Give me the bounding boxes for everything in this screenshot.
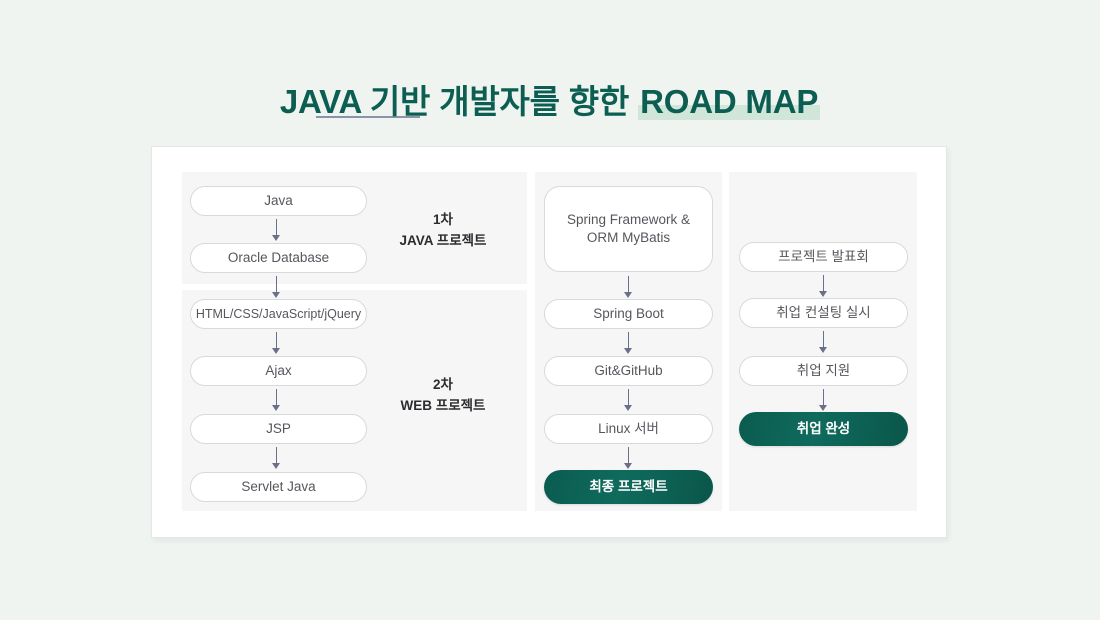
arrow-spring-to-springboot-icon <box>623 276 633 298</box>
arrow-oracle-to-html-icon <box>271 276 281 298</box>
arrow-shaft <box>627 389 629 406</box>
arrow-head <box>819 291 827 297</box>
arrow-shaft <box>627 332 629 349</box>
node-spring-boot[interactable]: Spring Boot <box>544 299 713 329</box>
arrow-head <box>819 347 827 353</box>
arrow-html-to-ajax-icon <box>271 332 281 354</box>
arrow-shaft <box>275 389 277 406</box>
arrow-shaft <box>275 332 277 349</box>
page-title-plain: JAVA 기반 개발자를 향한 <box>279 83 639 120</box>
arrow-git-to-linux-icon <box>623 389 633 411</box>
arrow-head <box>272 463 280 469</box>
node-spring-framework-mybatis[interactable]: Spring Framework & ORM MyBatis <box>544 186 713 272</box>
node-final-project[interactable]: 최종 프로젝트 <box>544 470 713 504</box>
arrow-head <box>624 348 632 354</box>
arrow-shaft <box>627 447 629 464</box>
node-employment-consulting[interactable]: 취업 컨설팅 실시 <box>739 298 908 328</box>
arrow-shaft <box>275 447 277 464</box>
stage-label-1-line1: 1차 <box>433 212 453 227</box>
arrow-shaft <box>275 276 277 293</box>
arrow-shaft <box>822 389 824 406</box>
arrow-shaft <box>822 275 824 292</box>
node-servlet-java[interactable]: Servlet Java <box>190 472 367 502</box>
node-employment-support[interactable]: 취업 지원 <box>739 356 908 386</box>
decoration-line-left-icon <box>316 116 420 118</box>
arrow-head <box>624 405 632 411</box>
arrow-head <box>624 292 632 298</box>
node-java[interactable]: Java <box>190 186 367 216</box>
arrow-shaft <box>275 219 277 236</box>
node-html-css-javascript-jquery[interactable]: HTML/CSS/JavaScript/jQuery <box>190 299 367 329</box>
arrow-head <box>272 405 280 411</box>
arrow-shaft <box>627 276 629 293</box>
arrow-presentation-to-consulting-icon <box>818 275 828 297</box>
arrow-consulting-to-support-icon <box>818 331 828 353</box>
stage-label-1: 1차 JAVA 프로젝트 <box>378 210 508 252</box>
page-title: JAVA 기반 개발자를 향한 ROAD MAP <box>0 78 1100 126</box>
arrow-java-to-oracle-icon <box>271 219 281 241</box>
node-ajax[interactable]: Ajax <box>190 356 367 386</box>
arrow-ajax-to-jsp-icon <box>271 389 281 411</box>
stage-label-2: 2차 WEB 프로젝트 <box>378 375 508 417</box>
stage-label-1-line2: JAVA 프로젝트 <box>399 232 487 248</box>
node-employment-complete[interactable]: 취업 완성 <box>739 412 908 446</box>
stage-label-2-line1: 2차 <box>433 377 453 392</box>
node-project-presentation[interactable]: 프로젝트 발표회 <box>739 242 908 272</box>
arrow-linux-to-final-project-icon <box>623 447 633 469</box>
arrow-head <box>624 463 632 469</box>
arrow-head <box>272 292 280 298</box>
node-linux-server[interactable]: Linux 서버 <box>544 414 713 444</box>
arrow-head <box>272 348 280 354</box>
arrow-springboot-to-git-icon <box>623 332 633 354</box>
arrow-head <box>819 405 827 411</box>
page-title-highlight: ROAD MAP <box>638 83 821 120</box>
arrow-head <box>272 235 280 241</box>
arrow-support-to-complete-icon <box>818 389 828 411</box>
node-git-github[interactable]: Git&GitHub <box>544 356 713 386</box>
arrow-jsp-to-servlet-icon <box>271 447 281 469</box>
node-jsp[interactable]: JSP <box>190 414 367 444</box>
arrow-shaft <box>822 331 824 348</box>
node-oracle-database[interactable]: Oracle Database <box>190 243 367 273</box>
stage-label-2-line2: WEB 프로젝트 <box>400 397 486 413</box>
